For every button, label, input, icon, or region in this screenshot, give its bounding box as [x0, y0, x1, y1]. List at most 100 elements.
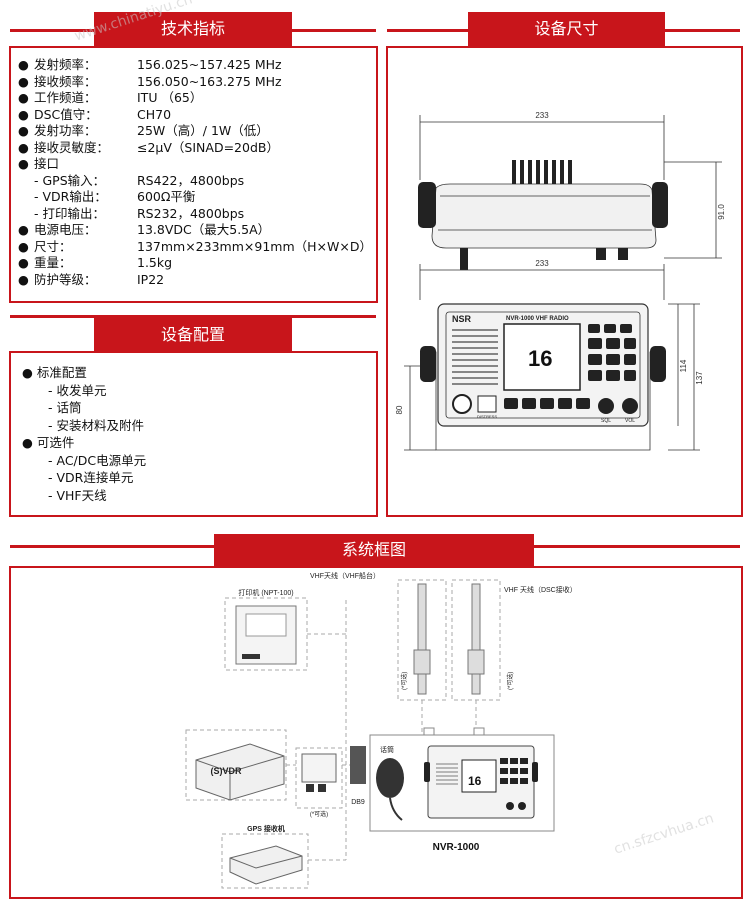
spec-label: 接收频率： — [34, 73, 97, 89]
spec-bullet: ● — [18, 156, 29, 171]
spec-bullet — [18, 173, 34, 190]
radio-model-label: NVR-1000 VHF RADIO — [506, 316, 569, 322]
spec-row: - GPS输入： RS422，4800bps — [18, 173, 372, 190]
radio-brand: NSR — [452, 314, 472, 324]
radio-distress-label: DISTRESS — [477, 414, 497, 419]
specs-list: ● 发射频率： 156.025~157.425 MHz ● 接收频率： 156.050~1… — [18, 57, 372, 288]
spec-value: 13.8VDC（最大5.5A） — [137, 222, 271, 237]
system-diagram: 打印机 (NPT-100) VHF天线（VHF船台） VHF 天线（DSC接收）… — [185, 571, 577, 889]
antenna-optional-label: (*可选) — [506, 672, 514, 690]
spec-label: - VDR输出： — [34, 189, 107, 204]
spec-row: - 打印输出： RS232，4800bps — [18, 206, 372, 223]
config-optional-label: 可选件 — [36, 435, 75, 450]
config-standard-label: 标准配置 — [36, 365, 87, 380]
spec-row: ● 工作频道： ITU （65） — [18, 90, 372, 107]
antenna-optional-label: (*可选) — [400, 672, 408, 690]
config-optional-bullet: ● — [22, 435, 33, 450]
spec-value: ≤2μV（SINAD=20dB） — [137, 139, 279, 155]
spec-row: ● 发射频率： 156.025~157.425 MHz — [18, 57, 372, 74]
spec-value: ITU （65） — [137, 90, 203, 105]
spec-bullet: ● — [18, 90, 29, 105]
gps-label: GPS 接收机 — [247, 824, 285, 833]
spec-label: - GPS输入： — [34, 172, 106, 188]
spec-value: 25W（高）/ 1W（低） — [137, 123, 269, 138]
spec-row: ● 接收频率： 156.050~163.275 MHz — [18, 74, 372, 91]
vdr-unit-optional-label: (*可选) — [310, 810, 328, 818]
spec-value: 137mm×233mm×91mm（H×W×D） — [137, 238, 372, 254]
spec-bullet — [18, 206, 34, 223]
radio-vol-label: VOL — [625, 418, 635, 424]
specs-panel — [9, 46, 378, 303]
dim-height-mount: 80 — [395, 405, 404, 414]
config-list: ● 标准配置 - 收发单元 - 话筒 - 安装材料及附件 ● 可选件 - AC/… — [22, 364, 146, 504]
spec-label: 尺寸： — [34, 238, 72, 254]
config-item: - VHF天线 — [48, 487, 107, 503]
spec-label: 发射频率： — [34, 57, 97, 72]
config-title: 设备配置 — [94, 318, 292, 351]
dim-height-inner: 114 — [679, 359, 688, 372]
dims-panel — [386, 46, 743, 517]
dim-width-top: 233 — [535, 111, 549, 120]
diagram-channel: 16 — [468, 774, 482, 788]
spec-row: - VDR输出： 600Ω平衡 — [18, 189, 372, 206]
antenna-dsc-label: VHF 天线（DSC接收） — [504, 585, 577, 594]
radio-sql-label: SQL — [601, 418, 611, 424]
spec-bullet: ● — [18, 106, 29, 122]
dimension-drawing: 233 91.0 233 114 137 80 NSR NVR-1000 VHF… — [395, 111, 726, 451]
spec-bullet — [18, 189, 34, 206]
spec-bullet: ● — [18, 271, 29, 287]
system-title: 系统框图 — [214, 534, 534, 566]
system-panel — [9, 566, 743, 899]
spec-row: ●DSC值守：CH70 — [18, 107, 372, 124]
spec-label: 接收灵敏度： — [34, 139, 110, 155]
spec-bullet: ● — [18, 238, 29, 254]
spec-label: 重量： — [34, 255, 72, 270]
config-item: - 安装材料及附件 — [48, 417, 144, 433]
spec-value: 156.050~163.275 MHz — [137, 73, 282, 89]
dim-height-total: 137 — [695, 371, 704, 385]
spec-bullet: ● — [18, 222, 29, 237]
spec-row: ● 电源电压： 13.8VDC（最大5.5A） — [18, 222, 372, 239]
vdr-label: (S)VDR — [211, 766, 242, 776]
spec-value: 600Ω平衡 — [137, 189, 196, 204]
dim-depth: 91.0 — [717, 204, 726, 220]
config-standard-bullet: ● — [22, 365, 33, 380]
config-line — [10, 315, 376, 318]
db9-label: DB9 — [351, 799, 365, 806]
spec-label: 电源电压： — [34, 222, 97, 237]
spec-bullet: ● — [18, 139, 29, 155]
spec-row: ●防护等级：IP22 — [18, 272, 372, 289]
spec-bullet: ● — [18, 57, 29, 72]
dims-title: 设备尺寸 — [468, 12, 665, 46]
radio-channel: 16 — [528, 346, 552, 371]
spec-row: ● 尺寸： 137mm×233mm×91mm（H×W×D） — [18, 239, 372, 256]
spec-label: 接口 — [34, 156, 60, 171]
config-item: - 话筒 — [48, 400, 82, 415]
config-item: - AC/DC电源单元 — [48, 452, 147, 468]
config-item: - VDR连接单元 — [48, 470, 134, 485]
antenna-vhf-label: VHF天线（VHF船台） — [310, 571, 380, 580]
mic-label: 话筒 — [380, 745, 394, 754]
spec-label: - 打印输出： — [34, 205, 105, 221]
spec-bullet: ● — [18, 255, 29, 270]
config-panel — [9, 351, 378, 517]
system-model-label: NVR-1000 — [433, 842, 480, 853]
spec-value: RS422，4800bps — [137, 172, 245, 188]
specs-title: 技术指标 — [94, 12, 292, 46]
dim-width-front: 233 — [535, 259, 549, 268]
printer-label: 打印机 (NPT-100) — [238, 588, 293, 597]
spec-value: 1.5kg — [137, 255, 173, 270]
spec-row: ● 接收灵敏度： ≤2μV（SINAD=20dB） — [18, 140, 372, 157]
spec-label: 防护等级： — [34, 271, 97, 287]
spec-row: ● 发射功率： 25W（高）/ 1W（低） — [18, 123, 372, 140]
spec-label: 发射功率： — [34, 123, 97, 138]
spec-value: 156.025~157.425 MHz — [137, 57, 282, 72]
spec-bullet: ● — [18, 123, 29, 138]
spec-label: DSC值守： — [34, 106, 98, 122]
spec-bullet: ● — [18, 73, 29, 89]
spec-row: ● 接口 — [18, 156, 372, 173]
spec-row: ● 重量： 1.5kg — [18, 255, 372, 272]
config-item: - 收发单元 — [48, 382, 107, 398]
spec-value: RS232，4800bps — [137, 205, 245, 221]
spec-label: 工作频道： — [34, 90, 97, 105]
